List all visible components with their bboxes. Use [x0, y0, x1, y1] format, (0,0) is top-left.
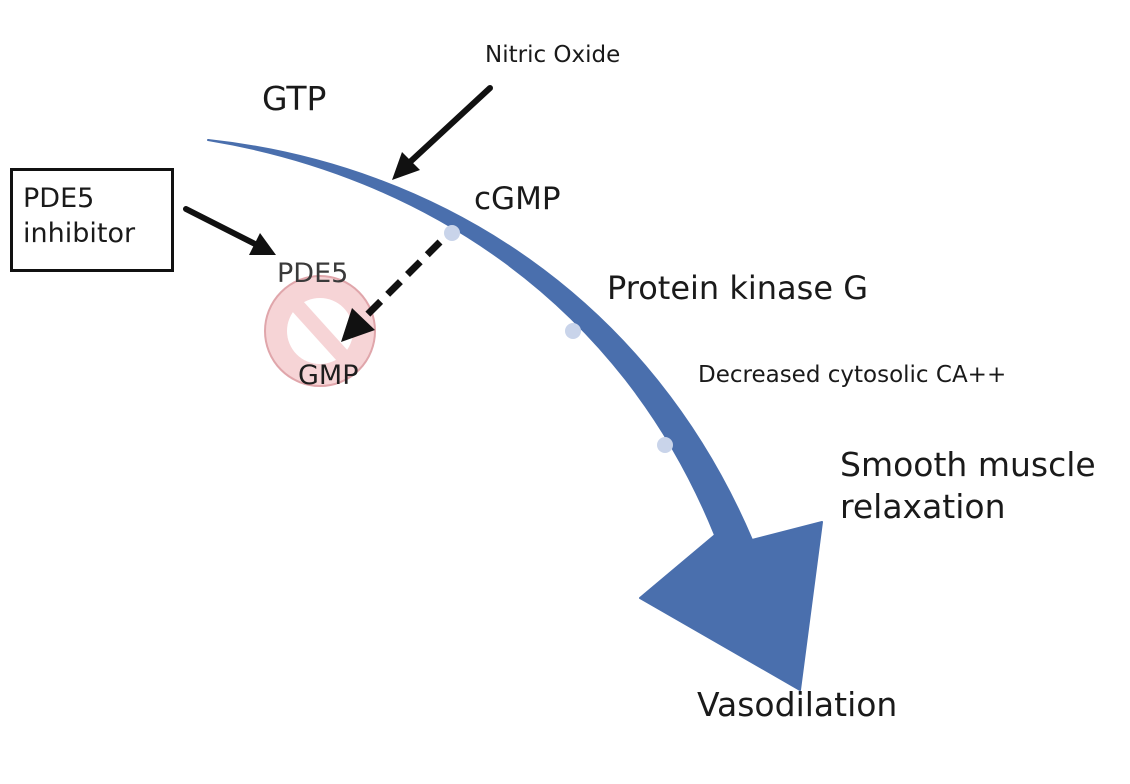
cgmp-to-gmp-dashed-arrow — [341, 239, 443, 342]
gtp-label: GTP — [262, 79, 327, 118]
pathway-dot-cgmp — [444, 225, 460, 241]
pathway-dot-pkg — [565, 323, 581, 339]
pde5-label: PDE5 — [277, 258, 349, 289]
prohibition-sign-icon — [264, 275, 376, 387]
pathway-arrow — [207, 139, 823, 691]
gmp-label: GMP — [298, 360, 359, 391]
protein-kinase-g-label: Protein kinase G — [607, 269, 868, 307]
vasodilation-label: Vasodilation — [697, 685, 898, 724]
nitric-oxide-arrow — [392, 85, 493, 180]
inhibitor-arrow — [183, 206, 276, 255]
pathway-dot-ca — [657, 437, 673, 453]
smooth-muscle-label: Smooth muscle relaxation — [840, 445, 1096, 527]
inhibitor-box-line1: PDE5 — [23, 183, 95, 214]
cgmp-label: cGMP — [474, 181, 561, 217]
decreased-ca-label: Decreased cytosolic CA++ — [698, 362, 1007, 388]
inhibitor-box-line2: inhibitor — [23, 218, 136, 250]
pde5-inhibitor-box: PDE5 inhibitor — [10, 168, 174, 272]
nitric-oxide-label: Nitric Oxide — [485, 42, 621, 68]
